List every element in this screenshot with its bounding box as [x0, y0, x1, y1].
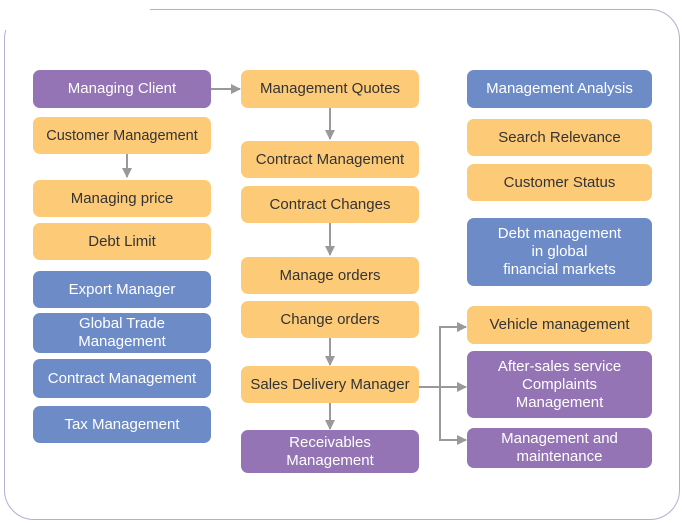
node-contract-changes[interactable]: Contract Changes: [241, 186, 419, 223]
node-contract-management-left[interactable]: Contract Management: [33, 359, 211, 398]
node-search-relevance[interactable]: Search Relevance: [467, 119, 652, 156]
node-management-quotes[interactable]: Management Quotes: [241, 70, 419, 108]
node-debt-global-markets[interactable]: Debt management in global financial mark…: [467, 218, 652, 286]
diagram-frame: [4, 9, 680, 520]
node-receivables-management[interactable]: Receivables Management: [241, 430, 419, 473]
frame-gap: [0, 0, 150, 30]
node-managing-price[interactable]: Managing price: [33, 180, 211, 217]
node-global-trade-management[interactable]: Global Trade Management: [33, 313, 211, 353]
node-managing-client[interactable]: Managing Client: [33, 70, 211, 108]
node-contract-management-mid[interactable]: Contract Management: [241, 141, 419, 178]
node-vehicle-management[interactable]: Vehicle management: [467, 306, 652, 344]
node-debt-limit[interactable]: Debt Limit: [33, 223, 211, 260]
node-after-sales-service[interactable]: After-sales service Complaints Managemen…: [467, 351, 652, 418]
node-tax-management[interactable]: Tax Management: [33, 406, 211, 443]
node-customer-management[interactable]: Customer Management: [33, 117, 211, 154]
node-management-analysis[interactable]: Management Analysis: [467, 70, 652, 108]
node-customer-status[interactable]: Customer Status: [467, 164, 652, 201]
node-change-orders[interactable]: Change orders: [241, 301, 419, 338]
node-manage-orders[interactable]: Manage orders: [241, 257, 419, 294]
node-management-maintenance[interactable]: Management and maintenance: [467, 428, 652, 468]
node-export-manager[interactable]: Export Manager: [33, 271, 211, 308]
arrow-sales-branch: [419, 327, 441, 440]
node-sales-delivery-manager[interactable]: Sales Delivery Manager: [241, 366, 419, 403]
